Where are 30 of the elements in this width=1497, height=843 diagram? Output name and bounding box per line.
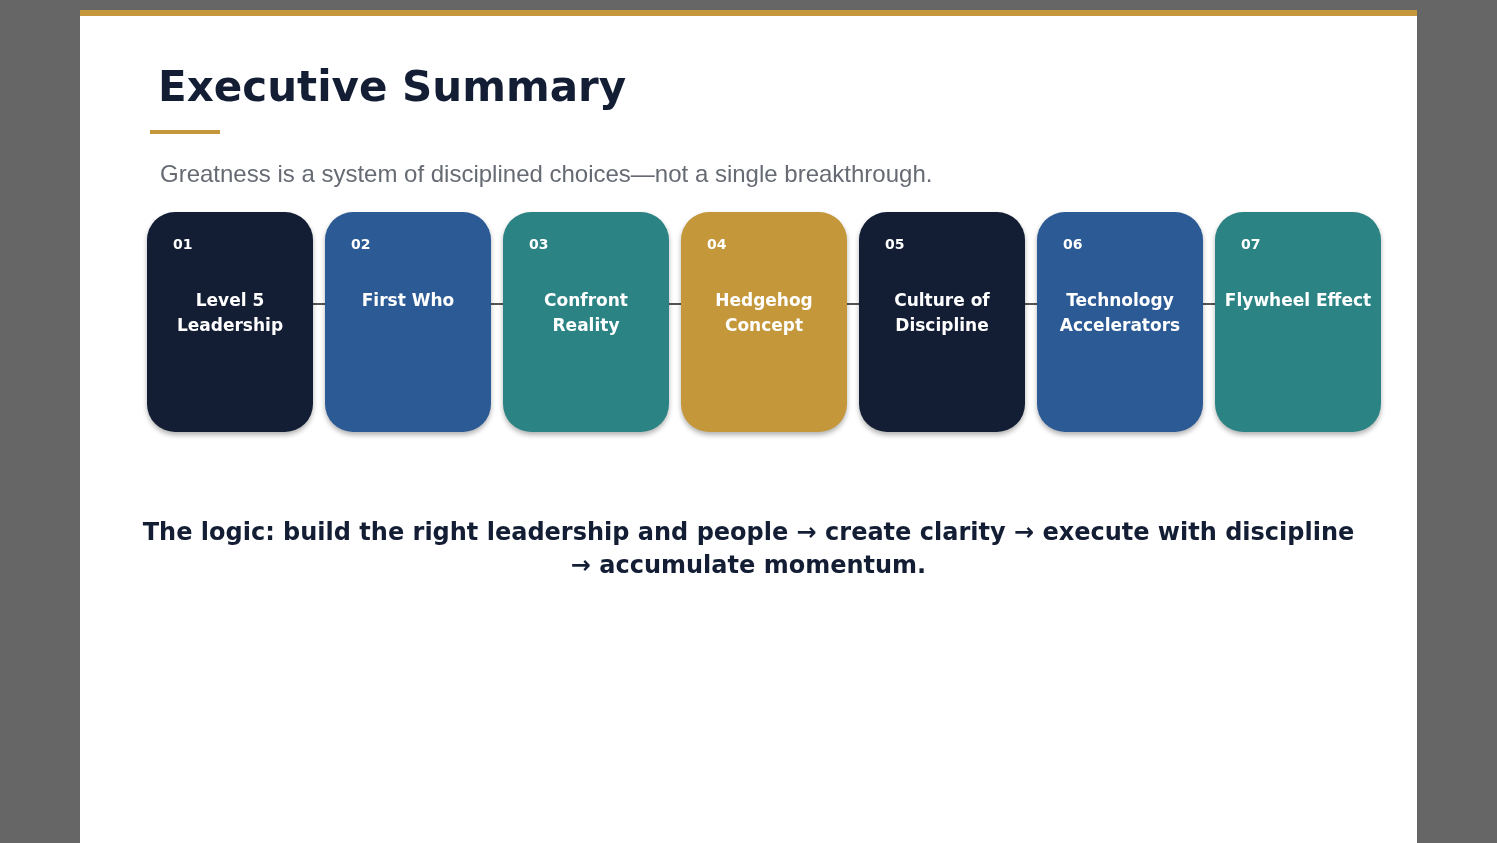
step-title: First Who — [360, 289, 456, 312]
step-card — [1215, 212, 1381, 432]
subtitle: Greatness is a system of disciplined choices—not a single breakthrough. — [160, 160, 933, 188]
step-card — [859, 212, 1025, 432]
summary-text: The logic: build the right leadership and people → create clarity → execute with discipline → accumulate momentum. — [141, 517, 1356, 581]
step-title: Flywheel Effect — [1223, 289, 1373, 312]
step-card — [681, 212, 847, 432]
step-number: 06 — [1063, 236, 1083, 252]
step-number: 02 — [351, 236, 371, 252]
connector-line — [846, 303, 860, 305]
connector-line — [312, 303, 326, 305]
step-title: Hedgehog Concept — [714, 289, 814, 337]
step-title: Technology Accelerators — [1058, 289, 1182, 337]
step-title: Level 5 Leadership — [175, 289, 285, 337]
connector-line — [1202, 303, 1216, 305]
connector-line — [490, 303, 504, 305]
step-card — [147, 212, 313, 432]
step-number: 05 — [885, 236, 905, 252]
title: Executive Summary — [158, 62, 627, 111]
step-card — [325, 212, 491, 432]
connector-line — [668, 303, 682, 305]
step-title: Confront Reality — [543, 289, 629, 337]
step-card — [503, 212, 669, 432]
step-number: 01 — [173, 236, 193, 252]
step-number: 04 — [707, 236, 727, 252]
step-card — [1037, 212, 1203, 432]
step-number: 07 — [1241, 236, 1261, 252]
step-title: Culture of Discipline — [893, 289, 991, 337]
step-number: 03 — [529, 236, 549, 252]
connector-line — [1024, 303, 1038, 305]
